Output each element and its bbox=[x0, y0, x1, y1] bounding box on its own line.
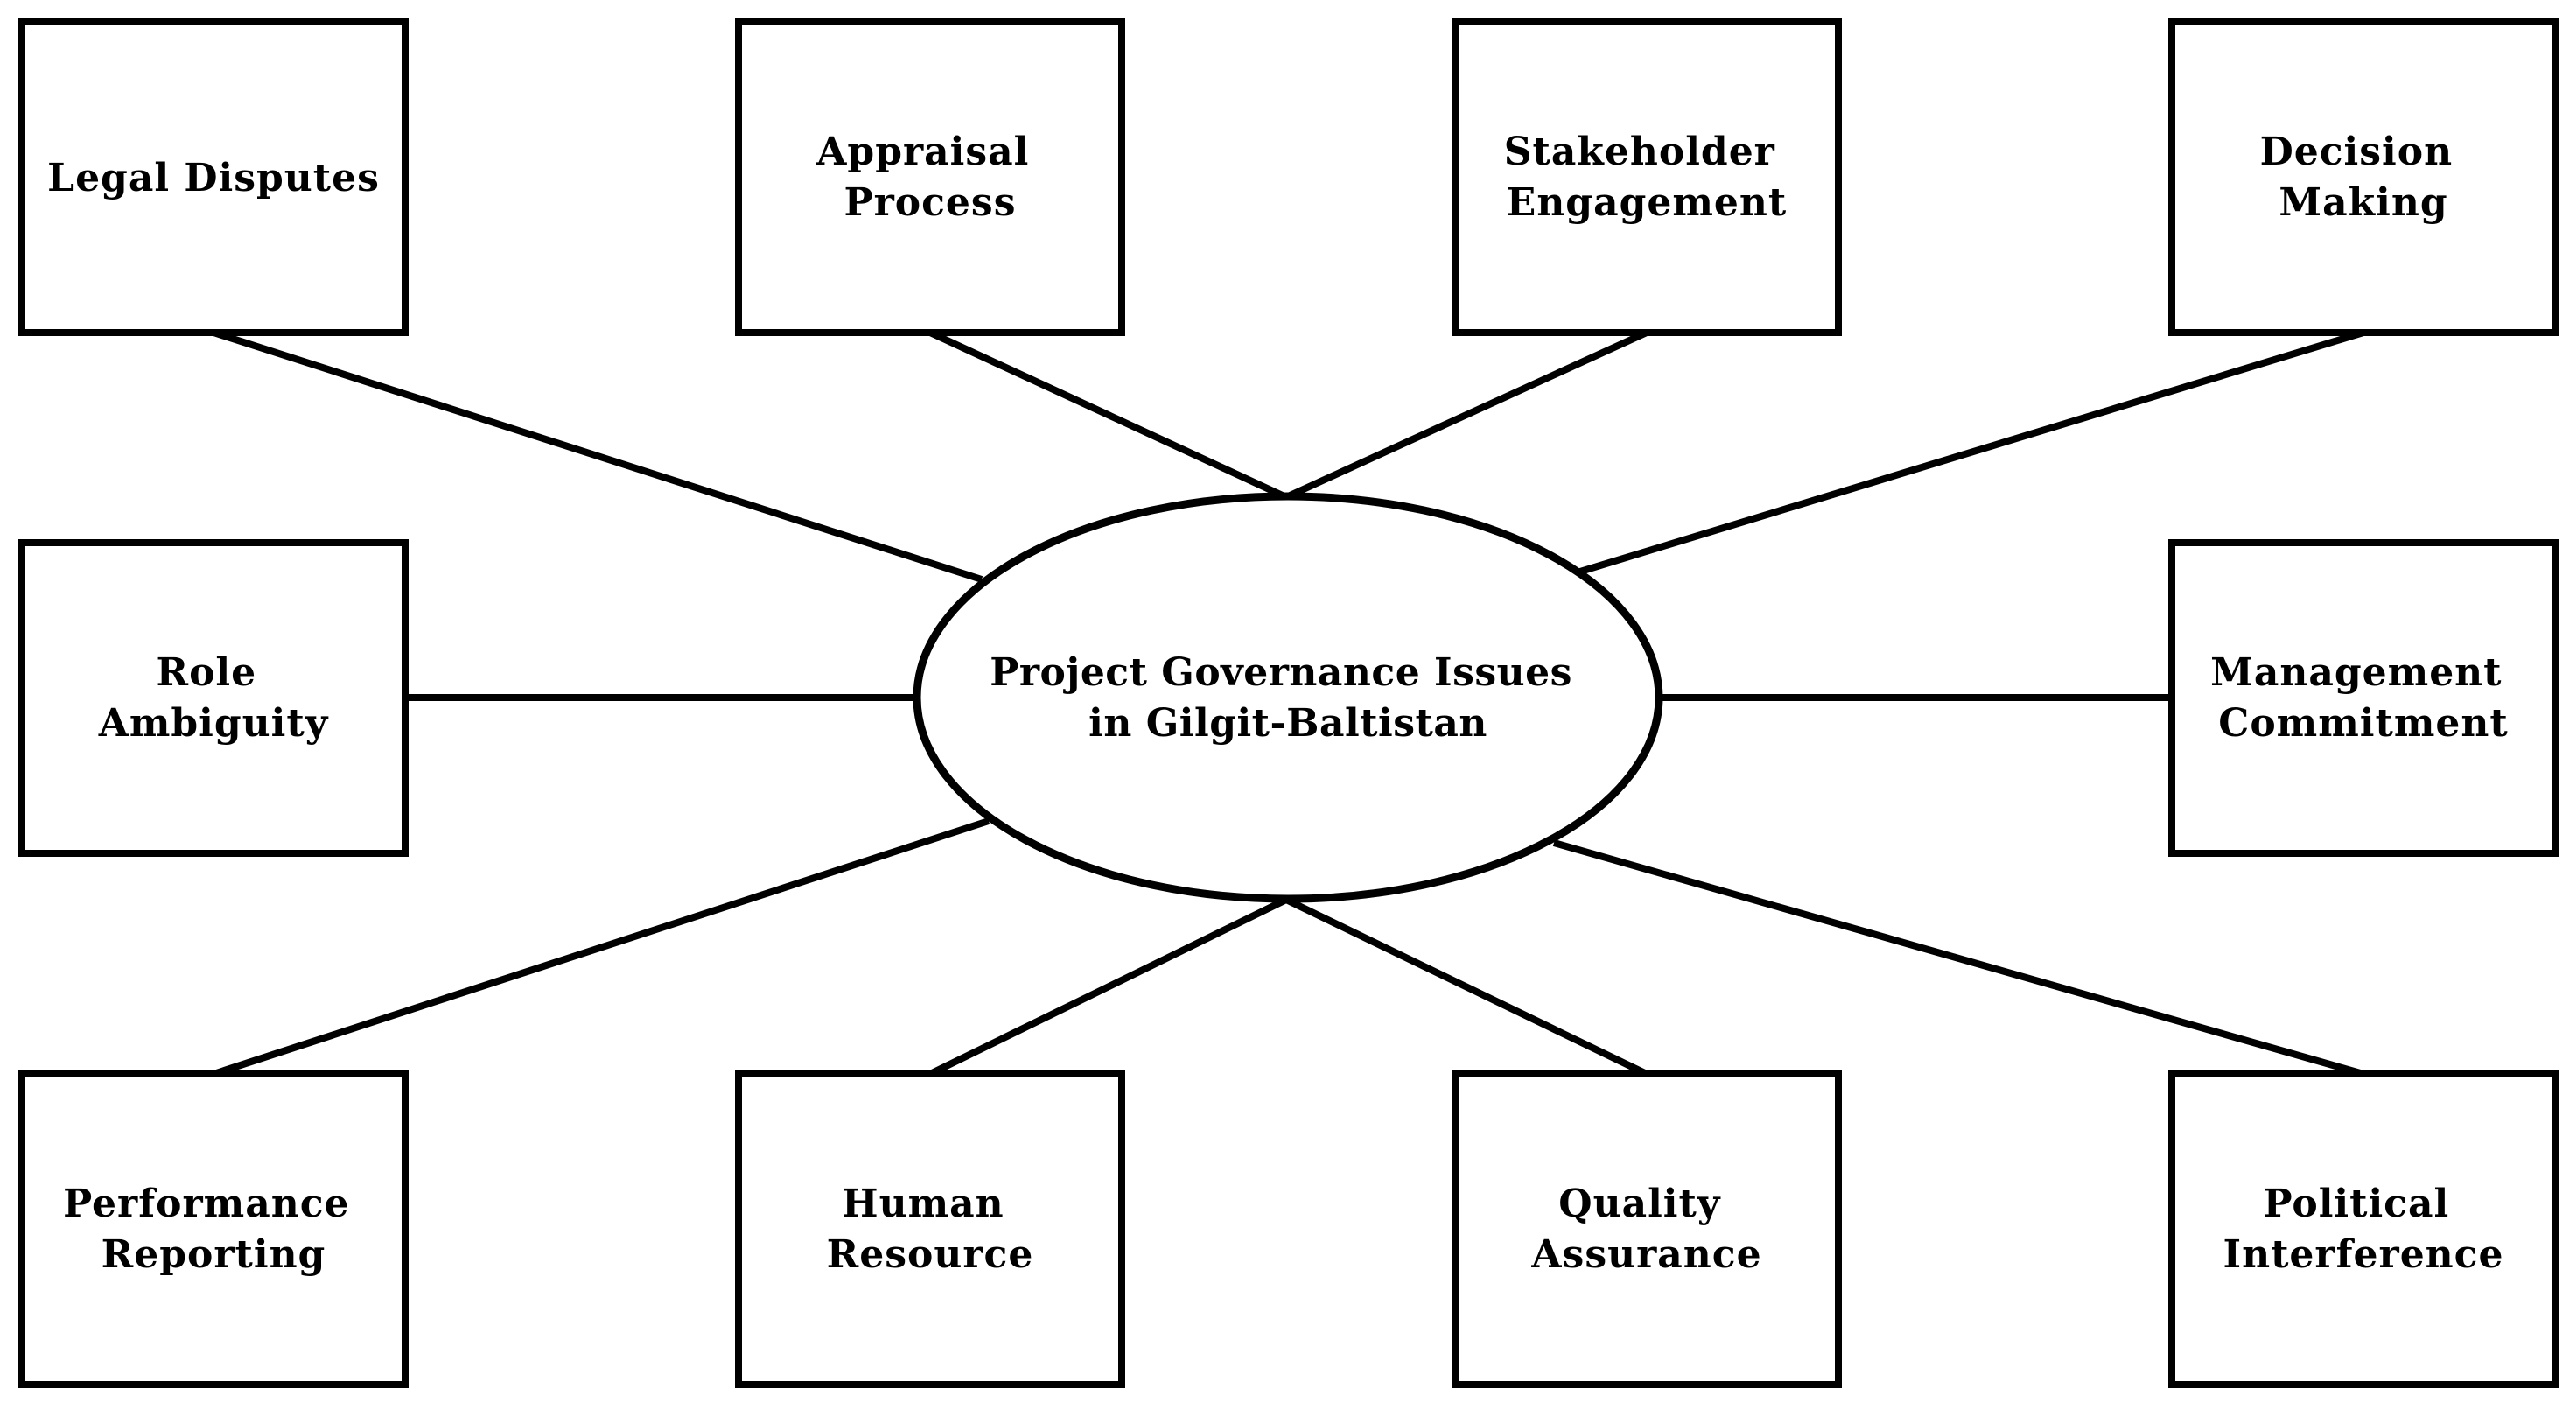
node-label-line: Legal Disputes bbox=[47, 156, 380, 200]
svg-text:Human Resource: Human Resource bbox=[827, 1182, 1034, 1277]
svg-text:Political Interference: Political Interference bbox=[2223, 1182, 2504, 1277]
connector-stakeholder-engagement bbox=[1284, 329, 1648, 501]
svg-text:Project Governance Issues: Project Governance Issues in Gilgit-Balt… bbox=[990, 650, 1586, 746]
node-label-line: Process bbox=[844, 180, 1017, 225]
connector-performance-reporting bbox=[212, 817, 990, 1077]
svg-text:Management Commitment: Management Commitment bbox=[2210, 650, 2516, 746]
node-political-interference: Political Interference bbox=[2168, 1070, 2558, 1388]
connectors bbox=[212, 329, 2365, 1077]
svg-text:Quality Assurance: Quality Assurance bbox=[1530, 1182, 1761, 1277]
connector-appraisal-process bbox=[928, 329, 1288, 501]
center-label-line: in Gilgit-Baltistan bbox=[1088, 701, 1488, 746]
node-legal-disputes: Legal Disputes bbox=[18, 18, 409, 336]
node-label-line: Quality bbox=[1558, 1182, 1721, 1226]
connector-human-resource bbox=[928, 896, 1288, 1077]
node-appraisal-process: Appraisal Process bbox=[735, 18, 1125, 336]
svg-text:Appraisal Process: Appraisal Process bbox=[816, 130, 1043, 225]
node-label-line: Interference bbox=[2223, 1232, 2504, 1277]
connector-political-interference bbox=[1552, 839, 2365, 1077]
node-label-line: Role bbox=[157, 650, 257, 695]
connector-legal-disputes bbox=[212, 329, 984, 583]
node-label-line: Management bbox=[2210, 650, 2502, 695]
node-label-line: Assurance bbox=[1530, 1232, 1761, 1277]
node-label-line: Human bbox=[842, 1182, 1004, 1226]
node-label-line: Resource bbox=[827, 1232, 1034, 1277]
center-hub: Project Governance Issues in Gilgit-Balt… bbox=[913, 492, 1663, 903]
svg-text:Legal Disputes: Legal Disputes bbox=[47, 156, 380, 200]
svg-text:Performance Reporting: Performance Reporting bbox=[63, 1182, 364, 1277]
node-performance-reporting: Performance Reporting bbox=[18, 1070, 409, 1388]
node-human-resource: Human Resource bbox=[735, 1070, 1125, 1388]
node-label-line: Decision bbox=[2260, 130, 2453, 174]
node-decision-making: Decision Making bbox=[2168, 18, 2558, 336]
node-stakeholder-engagement: Stakeholder Engagement bbox=[1452, 18, 1842, 336]
node-label-line: Stakeholder bbox=[1504, 130, 1775, 174]
node-label-line: Appraisal bbox=[816, 130, 1029, 174]
node-label-line: Engagement bbox=[1507, 180, 1787, 225]
node-label-line: Commitment bbox=[2218, 701, 2508, 746]
connector-decision-making bbox=[1578, 329, 2365, 575]
node-label-line: Ambiguity bbox=[98, 701, 329, 746]
node-label-line: Reporting bbox=[102, 1232, 326, 1277]
node-label-line: Making bbox=[2278, 180, 2447, 225]
node-label-line: Political bbox=[2263, 1182, 2449, 1226]
connector-quality-assurance bbox=[1284, 896, 1648, 1077]
node-label-line: Performance bbox=[63, 1182, 349, 1226]
node-management-commitment: Management Commitment bbox=[2168, 539, 2558, 857]
node-role-ambiguity: Role Ambiguity bbox=[18, 539, 409, 857]
node-quality-assurance: Quality Assurance bbox=[1452, 1070, 1842, 1388]
svg-text:Role Ambiguity: Role Ambiguity bbox=[98, 650, 329, 746]
svg-text:Stakeholder Engagement: Stakeholder Engagement bbox=[1504, 130, 1789, 225]
center-label-line: Project Governance Issues bbox=[990, 650, 1572, 695]
svg-text:Decision Making: Decision Making bbox=[2260, 130, 2468, 225]
